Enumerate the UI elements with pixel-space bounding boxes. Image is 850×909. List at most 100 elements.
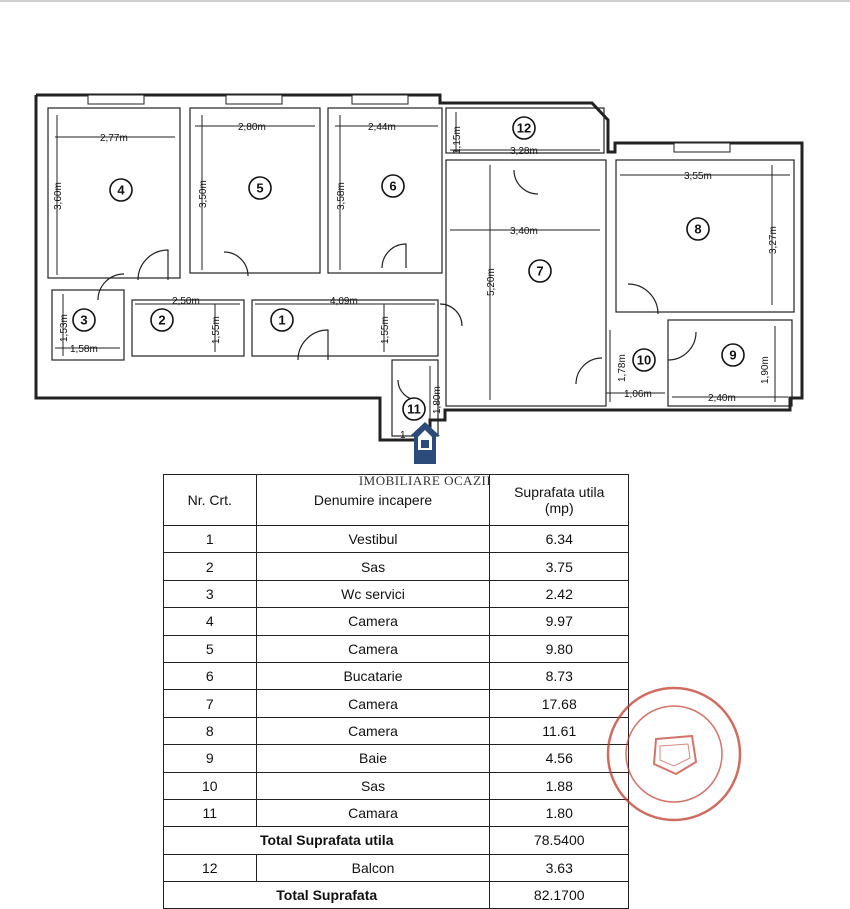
svg-text:8: 8 <box>694 222 701 237</box>
cell-area: 6.34 <box>489 524 629 554</box>
floor-plan: 2,77m 3,60m 2,80m 3,50m 2,44m 3,58m 1,15… <box>34 93 804 442</box>
page-top-border <box>0 0 850 2</box>
cell-name: Baie <box>255 744 491 773</box>
cell-name: Camera <box>255 634 491 663</box>
cell-nr: 6 <box>163 661 257 691</box>
room-label-12: 12 <box>512 116 536 140</box>
dim-r2-height: 1,55m <box>211 316 222 344</box>
windows <box>87 94 731 153</box>
header-nr: Nr. Crt. <box>163 474 257 526</box>
dim-r12-height: 1,15m <box>452 126 463 154</box>
total-util-label: Total Suprafata utila <box>162 826 491 855</box>
dim-r12-width: 3,28m <box>510 146 538 157</box>
cell-nr: 11 <box>163 798 257 828</box>
dim-r3-height: 1,53m <box>59 314 70 342</box>
official-stamp <box>606 686 742 822</box>
dim-r4-height: 3,60m <box>53 182 64 210</box>
cell-name: Wc servici <box>255 579 491 609</box>
svg-text:10: 10 <box>637 353 651 368</box>
dim-r8-height: 3,27m <box>768 226 779 254</box>
house-icon <box>410 422 440 464</box>
cell-nr: 4 <box>163 607 257 636</box>
svg-text:2: 2 <box>158 313 165 328</box>
cell-nr: 1 <box>163 524 257 554</box>
dim-r9-height: 1,90m <box>760 356 771 384</box>
cell-area: 8.73 <box>489 661 629 691</box>
room-label-5: 5 <box>248 176 272 200</box>
rooms-table: Nr. Crt. Denumire incapere Suprafata uti… <box>162 474 629 909</box>
dimension-lines <box>55 112 790 432</box>
dimension-labels: 2,77m 3,60m 2,80m 3,50m 2,44m 3,58m 1,15… <box>53 122 779 441</box>
doors <box>97 169 697 401</box>
room-label-10: 10 <box>632 348 656 372</box>
cell-name: Sas <box>255 771 491 800</box>
table-header-row: Nr. Crt. Denumire incapere Suprafata uti… <box>163 474 629 526</box>
cell-name: Camera <box>255 689 491 718</box>
cell-nr: 2 <box>163 552 257 581</box>
svg-text:1: 1 <box>278 313 285 328</box>
cell-name: Sas <box>255 552 491 581</box>
dim-r1-height: 1,55m <box>380 316 391 344</box>
dim-r11-width: 1 <box>400 430 406 441</box>
cell-area: 9.80 <box>489 634 629 663</box>
cell-area: 3.63 <box>489 853 629 883</box>
dim-r8-width: 3,55m <box>684 171 712 182</box>
cell-nr: 5 <box>163 634 257 663</box>
cell-name: Vestibul <box>255 524 491 554</box>
cell-area: 17.68 <box>489 689 629 718</box>
cell-name: Camera <box>255 607 491 636</box>
dim-r9-width: 2,40m <box>708 393 736 404</box>
svg-text:4: 4 <box>117 183 125 198</box>
room-label-3: 3 <box>72 308 96 332</box>
svg-text:7: 7 <box>536 264 543 279</box>
dim-r4-width: 2,77m <box>100 133 128 144</box>
cell-name: Camera <box>255 716 491 746</box>
cell-nr: 8 <box>163 716 257 746</box>
cell-nr: 3 <box>163 579 257 609</box>
total-label: Total Suprafata <box>162 881 491 909</box>
svg-text:6: 6 <box>389 179 396 194</box>
cell-area: 4.56 <box>489 744 629 773</box>
dim-r7-width: 3,40m <box>510 226 538 237</box>
svg-text:9: 9 <box>729 348 736 363</box>
cell-nr: 10 <box>163 771 257 800</box>
dim-r10-height: 1,78m <box>617 354 628 382</box>
room-label-11: 11 <box>402 397 426 421</box>
cell-area: 1.88 <box>489 771 629 800</box>
cell-nr: 7 <box>163 689 257 718</box>
cell-area: 2.42 <box>489 579 629 609</box>
room-labels: 1 2 3 4 5 6 7 8 9 10 11 12 <box>72 116 745 421</box>
dim-r2-width: 2,50m <box>172 296 200 307</box>
room-label-7: 7 <box>528 259 552 283</box>
room-label-4: 4 <box>109 178 133 202</box>
dim-r1-width: 4,09m <box>330 296 358 307</box>
cell-nr: 9 <box>163 744 257 773</box>
cell-nr: 12 <box>163 853 257 883</box>
room-label-2: 2 <box>150 308 174 332</box>
header-area: Suprafata utila (mp) <box>489 474 629 526</box>
dim-r10-width: 1,06m <box>624 389 652 400</box>
cell-area: 3.75 <box>489 552 629 581</box>
dim-r6-height: 3,58m <box>336 182 347 210</box>
outer-walls <box>34 93 804 442</box>
room-label-6: 6 <box>381 174 405 198</box>
svg-text:5: 5 <box>256 181 263 196</box>
header-name: Denumire incapere <box>255 474 491 526</box>
svg-text:12: 12 <box>517 121 531 136</box>
cell-area: 9.97 <box>489 607 629 636</box>
cell-name: Camara <box>255 798 491 828</box>
